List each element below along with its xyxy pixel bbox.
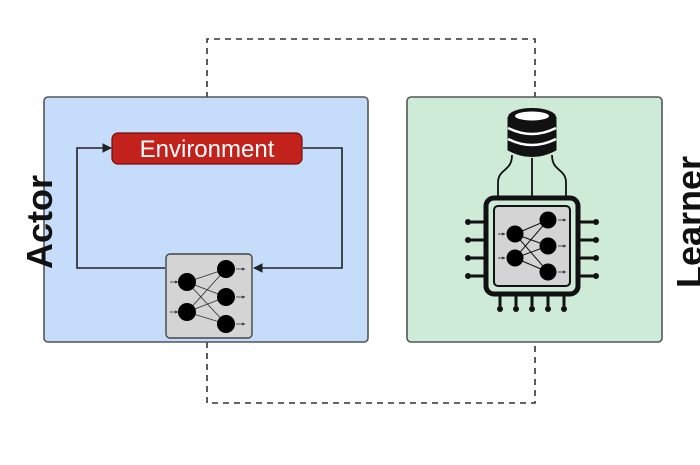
environment-box: Environment — [111, 132, 303, 165]
learner-label: Learner — [669, 155, 700, 289]
environment-label: Environment — [140, 136, 275, 163]
dashed-connector-top — [206, 38, 536, 98]
loop-line-right — [253, 147, 343, 273]
dashed-connector-bottom — [206, 342, 536, 404]
actor-label: Actor — [19, 175, 60, 270]
database-icon — [507, 108, 557, 157]
cpu-chip-icon — [465, 195, 599, 312]
data-links — [497, 154, 567, 198]
loop-line-left — [76, 143, 165, 269]
neural-network-icon — [165, 253, 253, 339]
